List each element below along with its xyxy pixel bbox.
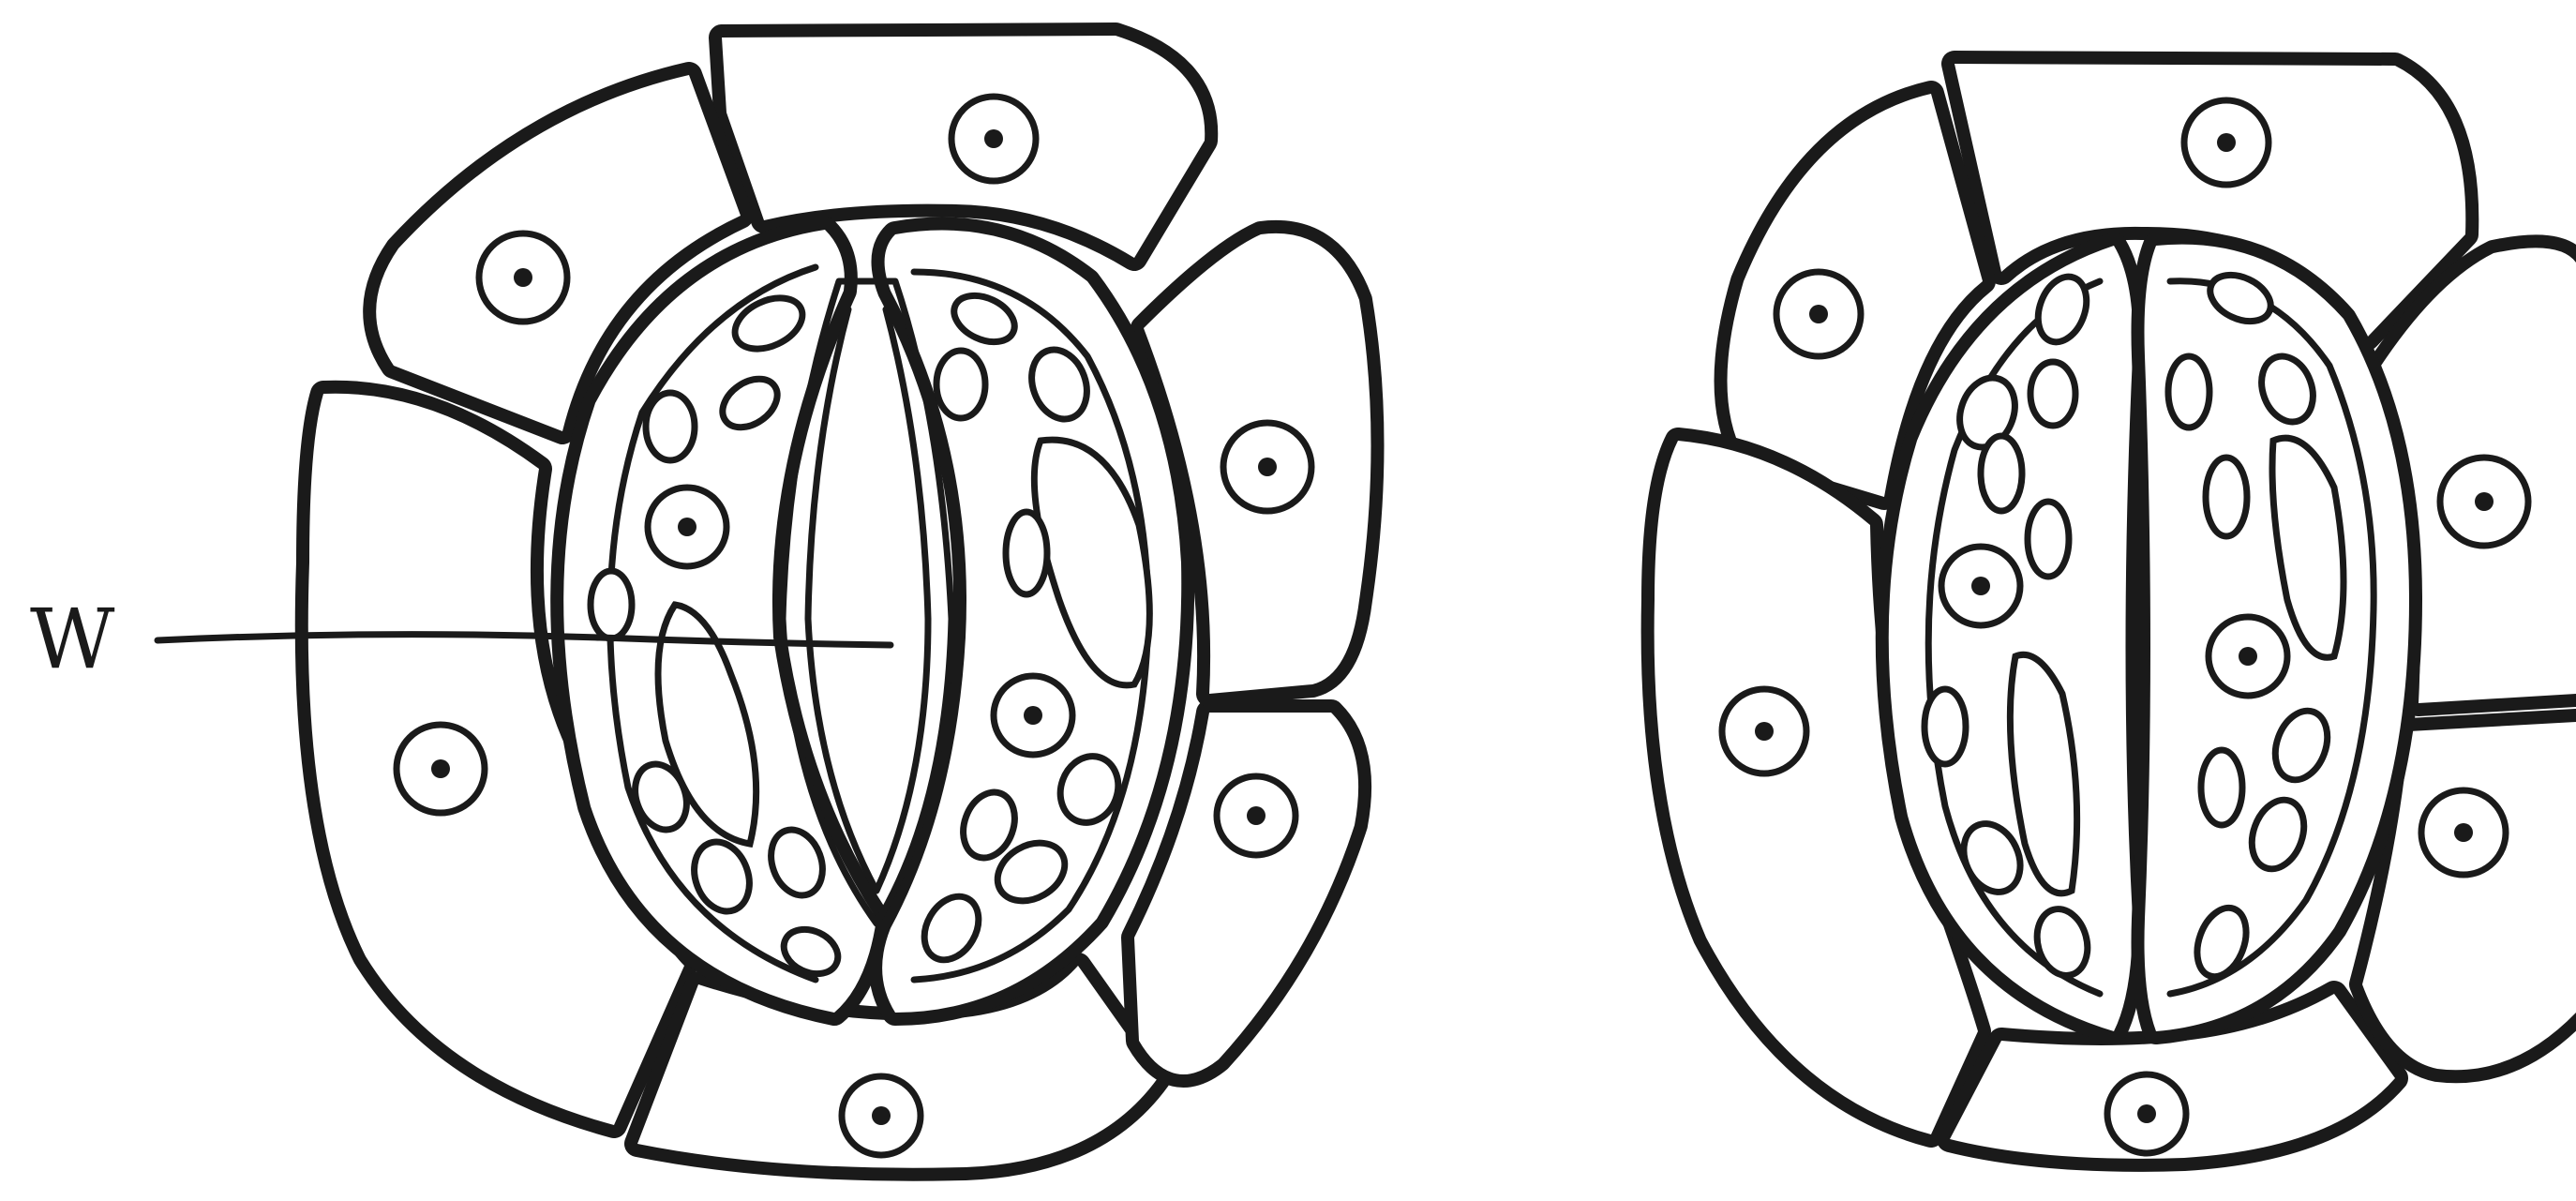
nucleus	[951, 97, 1036, 181]
nucleus	[1776, 272, 1861, 356]
nucleus	[842, 1076, 921, 1155]
nucleus	[1217, 776, 1295, 855]
label-w-text: W	[30, 591, 115, 687]
nucleus	[1941, 547, 2020, 625]
nucleus	[2184, 100, 2269, 185]
nucleus	[2440, 458, 2528, 546]
nucleus	[2209, 617, 2287, 696]
stomatal-pore-closed	[2136, 281, 2139, 994]
panel-closed-stoma	[1655, 64, 2576, 1159]
nucleus	[994, 676, 1072, 755]
nucleus	[397, 725, 485, 813]
nucleus	[479, 233, 567, 322]
nucleus	[2421, 790, 2506, 875]
nucleus	[1722, 689, 1806, 773]
nucleus	[1223, 423, 1311, 511]
nucleus	[2107, 1074, 2186, 1153]
nucleus	[648, 488, 726, 566]
panel-open-stoma: W	[30, 36, 1371, 1168]
